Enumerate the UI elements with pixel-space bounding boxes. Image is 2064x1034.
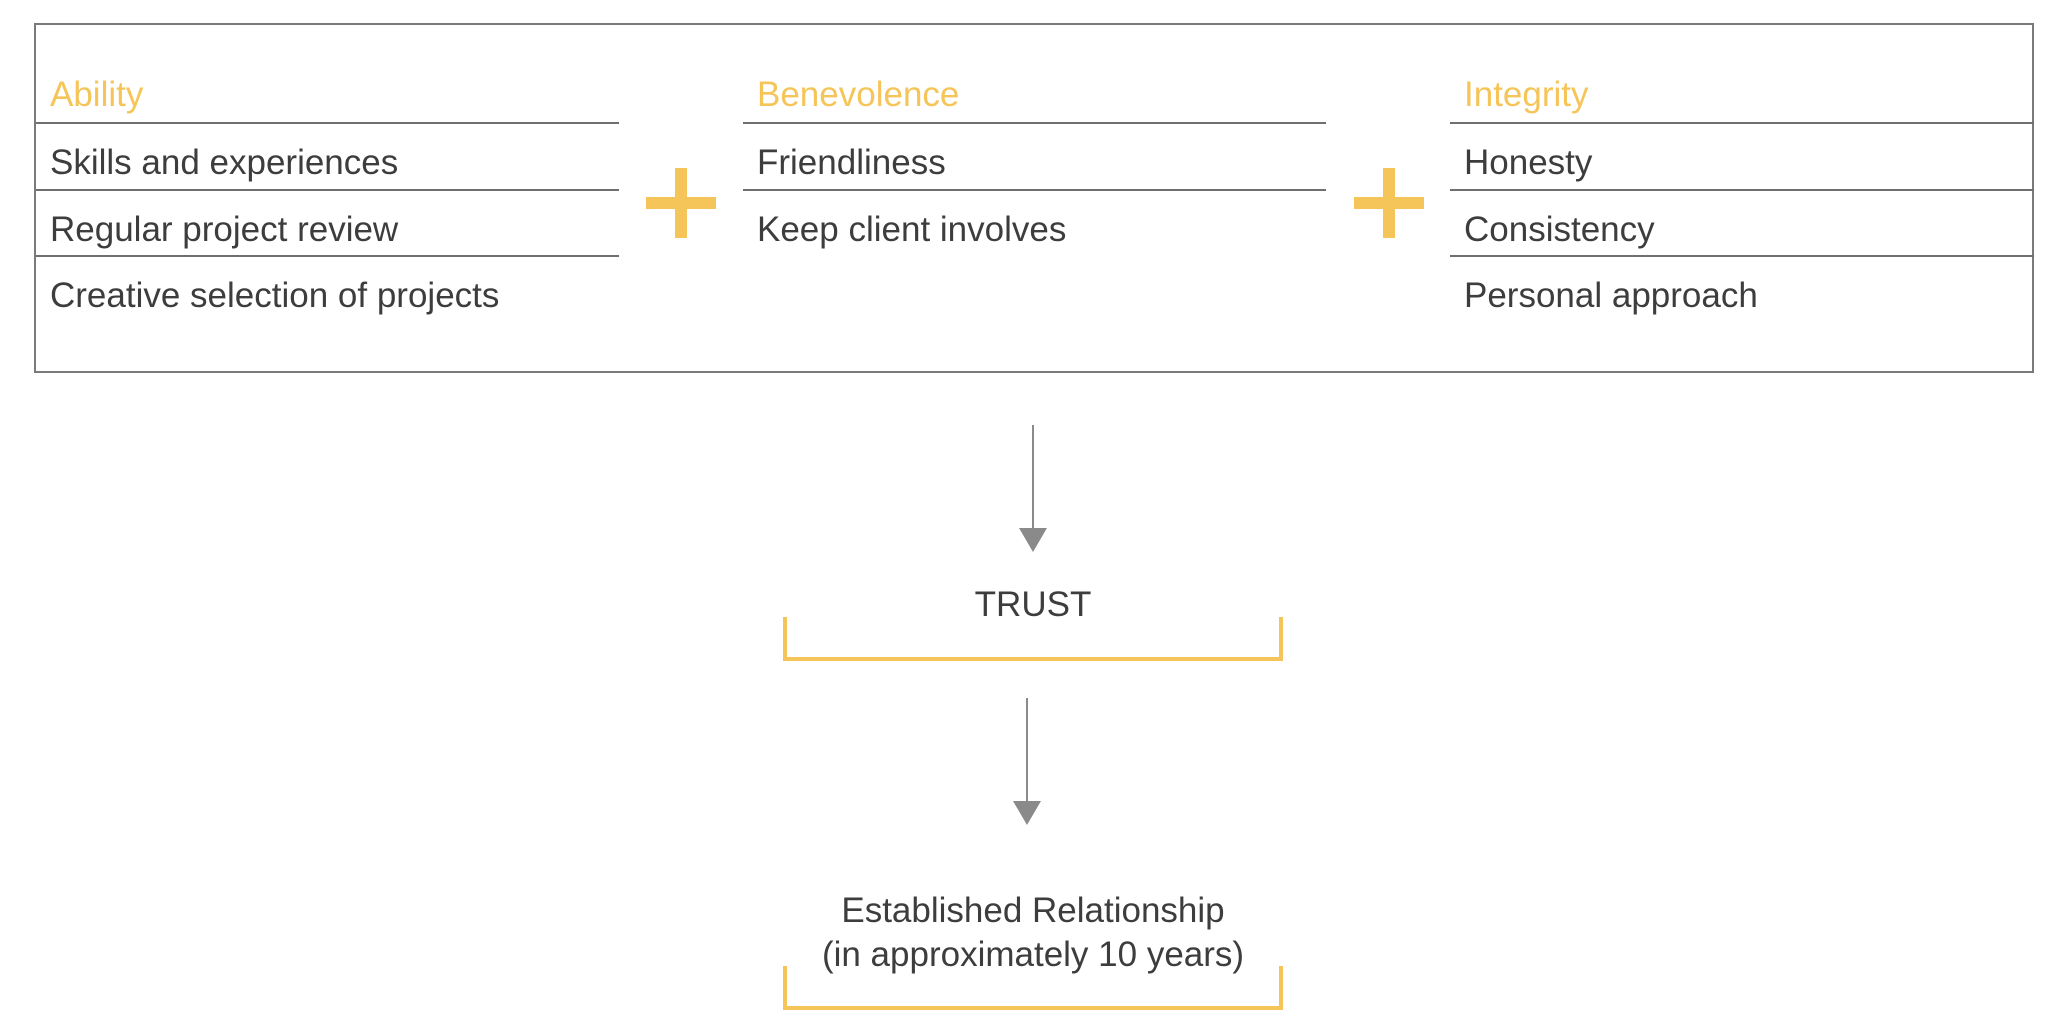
trust-label: TRUST <box>974 585 1092 624</box>
ability-item: Skills and experiences <box>50 143 399 182</box>
divider <box>1450 189 2034 191</box>
ability-item: Regular project review <box>50 210 399 249</box>
ability-item: Creative selection of projects <box>50 276 500 315</box>
benevolence-header: Benevolence <box>757 75 960 114</box>
ability-header: Ability <box>50 75 144 114</box>
arrow-down-icon <box>1019 425 1047 552</box>
integrity-header: Integrity <box>1464 75 1589 114</box>
benevolence-item: Friendliness <box>757 143 946 182</box>
plus-icon <box>1354 168 1424 238</box>
relationship-bracket <box>783 966 1283 1010</box>
factors-frame: Ability Skills and experiences Regular p… <box>34 23 2034 373</box>
trust-bracket <box>783 617 1283 661</box>
relationship-label-line2: (in approximately 10 years) <box>821 935 1245 974</box>
divider <box>36 189 619 191</box>
arrow-down-icon <box>1013 698 1041 825</box>
integrity-item: Consistency <box>1464 210 1655 249</box>
divider <box>36 255 619 257</box>
relationship-label-line1: Established Relationship <box>841 891 1225 930</box>
divider <box>743 189 1326 191</box>
divider <box>743 122 1326 124</box>
divider <box>1450 122 2034 124</box>
integrity-item: Personal approach <box>1464 276 1758 315</box>
divider <box>1450 255 2034 257</box>
benevolence-item: Keep client involves <box>757 210 1067 249</box>
integrity-item: Honesty <box>1464 143 1593 182</box>
divider <box>36 122 619 124</box>
plus-icon <box>646 168 716 238</box>
